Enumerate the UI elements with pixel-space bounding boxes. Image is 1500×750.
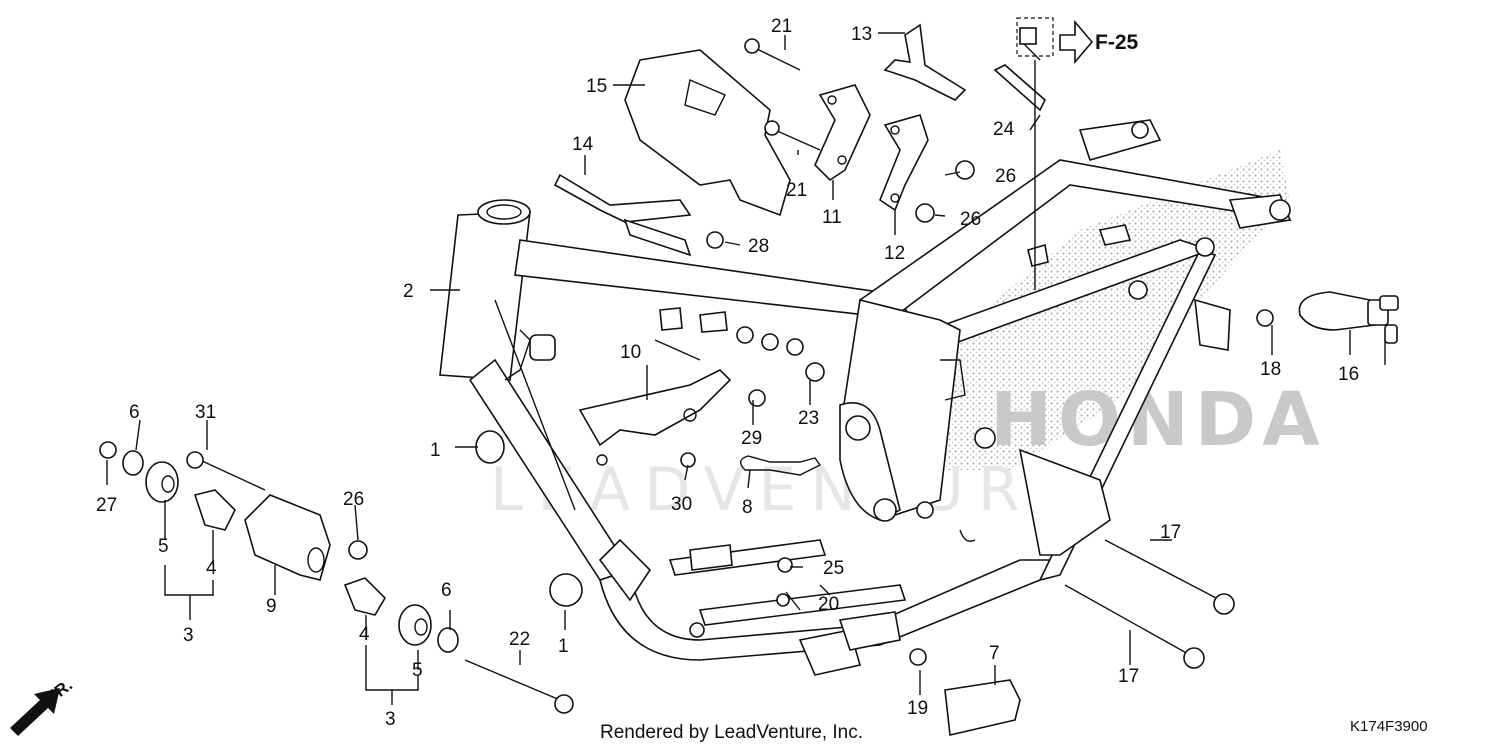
callout-3a: 3: [183, 625, 194, 646]
callout-22: 22: [509, 629, 530, 650]
grommet-1b[interactable]: [549, 573, 583, 607]
callout-30: 30: [671, 494, 692, 515]
callout-26b: 26: [960, 209, 981, 230]
callout-20: 20: [818, 594, 839, 615]
callout-13: 13: [851, 24, 872, 45]
grommet-1a[interactable]: [475, 430, 505, 464]
callout-10: 10: [620, 342, 641, 363]
callout-6a: 6: [129, 402, 140, 423]
collar-6b[interactable]: [437, 627, 459, 653]
bolts[interactable]: [186, 27, 1235, 714]
bracket-11[interactable]: [814, 84, 871, 182]
callout-26a: 26: [995, 166, 1016, 187]
lock-16[interactable]: [1298, 291, 1399, 365]
callout-6b: 6: [441, 580, 452, 601]
callout-26c: 26: [343, 489, 364, 510]
reference-arrow[interactable]: F-25: [1016, 17, 1139, 65]
callout-25: 25: [823, 558, 844, 579]
collar-6a[interactable]: [122, 450, 144, 476]
diagram-code: K174F3900: [1350, 718, 1428, 735]
callout-24: 24: [993, 119, 1015, 140]
plate-15[interactable]: [624, 49, 791, 217]
callout-8: 8: [742, 497, 753, 518]
rubber-4a[interactable]: [193, 489, 236, 531]
background-brand-text: HONDA: [990, 377, 1325, 463]
bracket-10[interactable]: [578, 369, 732, 447]
callout-17a: 17: [1160, 522, 1181, 543]
callout-5b: 5: [412, 660, 423, 681]
callout-labels: 1 1 2 3 3 4 4 5 5 6 6 7 8 9 10 11 12 13 …: [96, 16, 1359, 730]
credit-text: Rendered by LeadVenture, Inc.: [600, 722, 863, 743]
callout-31: 31: [195, 402, 216, 423]
clip-8[interactable]: [740, 455, 822, 476]
bracket-13[interactable]: [883, 23, 967, 101]
callout-5a: 5: [158, 536, 169, 557]
callout-1b: 1: [558, 636, 569, 657]
callout-27: 27: [96, 495, 117, 516]
callout-28: 28: [748, 236, 769, 257]
nuts[interactable]: [99, 160, 1274, 666]
rubber-4b[interactable]: [343, 577, 387, 616]
callout-17b: 17: [1118, 666, 1139, 687]
clip-24[interactable]: [993, 64, 1046, 112]
plate-7[interactable]: [944, 679, 1021, 736]
callout-3b: 3: [385, 709, 396, 730]
callout-9: 9: [266, 596, 277, 617]
callout-29: 29: [741, 428, 762, 449]
callout-18: 18: [1260, 359, 1281, 380]
callout-7: 7: [989, 643, 1000, 664]
callout-14: 14: [572, 134, 594, 155]
callout-23: 23: [798, 408, 819, 429]
callout-12: 12: [884, 243, 905, 264]
callout-21a: 21: [771, 16, 792, 37]
callout-1a: 1: [430, 440, 441, 461]
bracket-14[interactable]: [553, 173, 692, 223]
callout-4b: 4: [359, 624, 370, 645]
callout-16: 16: [1338, 364, 1359, 385]
callout-11: 11: [822, 207, 842, 228]
halftone-background: HONDA: [930, 150, 1325, 470]
leader-lines: [106, 32, 1351, 705]
callout-4a: 4: [206, 558, 217, 579]
callout-19: 19: [907, 698, 928, 719]
callout-21b: 21: [786, 180, 807, 201]
reference-label[interactable]: F-25: [1095, 31, 1139, 54]
front-direction-indicator: FR.: [10, 675, 76, 736]
callout-2: 2: [403, 281, 414, 302]
holder-9[interactable]: [244, 494, 331, 581]
callout-15: 15: [586, 76, 607, 97]
bracket-12[interactable]: [879, 114, 929, 212]
main-frame[interactable]: [439, 119, 1292, 676]
